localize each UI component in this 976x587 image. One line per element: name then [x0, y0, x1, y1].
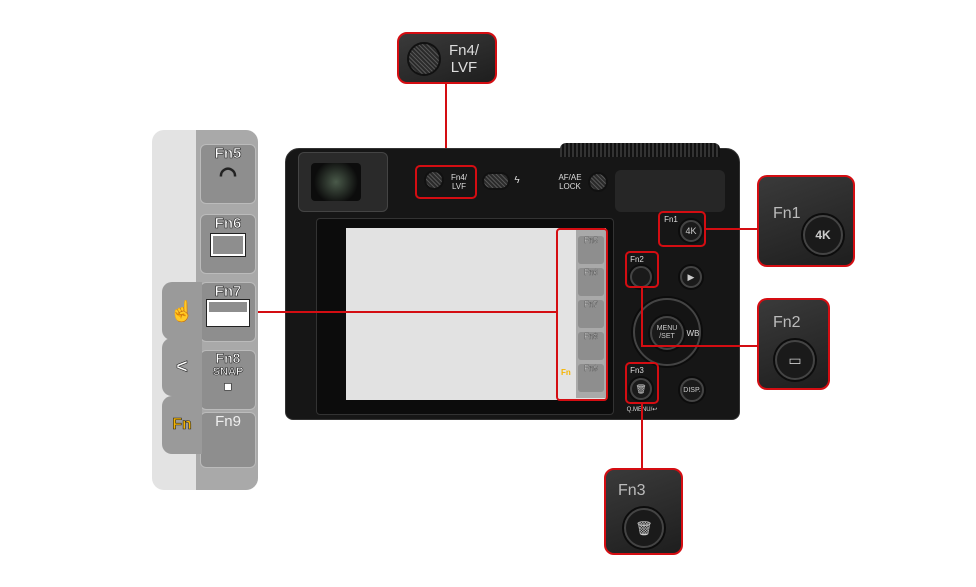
tile-fn7[interactable]: Fn7 — [200, 282, 256, 342]
chevron-left-icon[interactable]: < — [162, 338, 202, 396]
fn4-button-closeup — [407, 42, 441, 76]
mini-tile-fn9: Fn9 — [578, 364, 604, 392]
fn3-cam-label: Fn3 — [630, 366, 644, 375]
fn2-callout-label: Fn2 — [773, 314, 801, 331]
menu-label: MENU — [656, 325, 678, 332]
mini-tile-fn8: Fn8 — [578, 332, 604, 360]
viewfinder-lens — [311, 163, 361, 201]
lvf-cam-label: LVF — [451, 182, 467, 191]
wb-label: WB — [686, 329, 700, 338]
tile-fn9[interactable]: Fn9 — [200, 412, 256, 468]
fn1-button[interactable]: 4K — [680, 220, 702, 242]
thumb-grip — [615, 170, 725, 212]
flash-icon: ϟ — [514, 175, 520, 186]
fn1-cam-label: Fn1 — [664, 215, 678, 224]
viewfinder — [298, 152, 388, 212]
flash-switch[interactable] — [482, 172, 510, 190]
mini-fn-tab: Fn — [561, 368, 571, 377]
fn1-4k-icon: 4K — [803, 215, 843, 255]
fn1-callout-label: Fn1 — [773, 205, 801, 222]
mini-tile-fn6: Fn6 — [578, 268, 604, 296]
lock-label: LOCK — [559, 182, 581, 191]
mini-touch-panel: Fn5 Fn6 Fn7 Fn8 Fn9 Fn — [558, 230, 606, 398]
afae-lock-button[interactable] — [588, 172, 608, 192]
fn2-callout: Fn2 ▭ — [757, 298, 830, 390]
fn3-callout: Fn3 🗑 — [604, 468, 683, 555]
tile-fn5[interactable]: Fn5◠ — [200, 144, 256, 204]
fn-tab[interactable]: Fn — [162, 396, 202, 454]
fn4-callout: Fn4/ LVF — [397, 32, 497, 84]
wifi-icon: ◠ — [219, 164, 237, 187]
tile-fn6[interactable]: Fn6 — [200, 214, 256, 274]
movie-camera-icon: ■ — [223, 378, 233, 394]
fn1-callout: Fn1 4K — [757, 175, 855, 267]
fn4-button[interactable] — [424, 170, 444, 190]
disp-button[interactable]: DISP. — [680, 378, 704, 402]
touch-panel-highlight — [556, 228, 608, 401]
fn4-highlight — [415, 165, 477, 199]
fn3-callout-label: Fn3 — [618, 482, 646, 499]
set-label: /SET — [659, 333, 675, 340]
playback-button[interactable]: ▶ — [680, 266, 702, 288]
fn2-cam-label: Fn2 — [630, 255, 644, 264]
fn2-highlight — [625, 251, 659, 288]
lvf-label: LVF — [450, 59, 478, 76]
menu-set-button[interactable]: MENU /SET — [650, 316, 684, 350]
touch-hand-icon[interactable]: ☝ — [162, 282, 202, 340]
afae-label: AF/AE — [558, 173, 582, 182]
trash-icon: 🗑 — [624, 508, 664, 548]
fn4-label: Fn4/ — [449, 42, 480, 59]
top-dial — [560, 143, 720, 157]
histogram-icon — [206, 299, 250, 327]
mini-tile-fn5: Fn5 — [578, 236, 604, 264]
fn3-delete-button[interactable]: 🗑 — [630, 378, 652, 400]
mini-tile-fn7: Fn7 — [578, 300, 604, 328]
fn1-highlight — [658, 211, 706, 247]
level-gauge-icon — [210, 233, 246, 257]
fn3-highlight — [625, 362, 659, 404]
fn4-cam-label: Fn4/ — [450, 173, 467, 182]
fn2-photo-style-icon: ▭ — [775, 340, 815, 380]
